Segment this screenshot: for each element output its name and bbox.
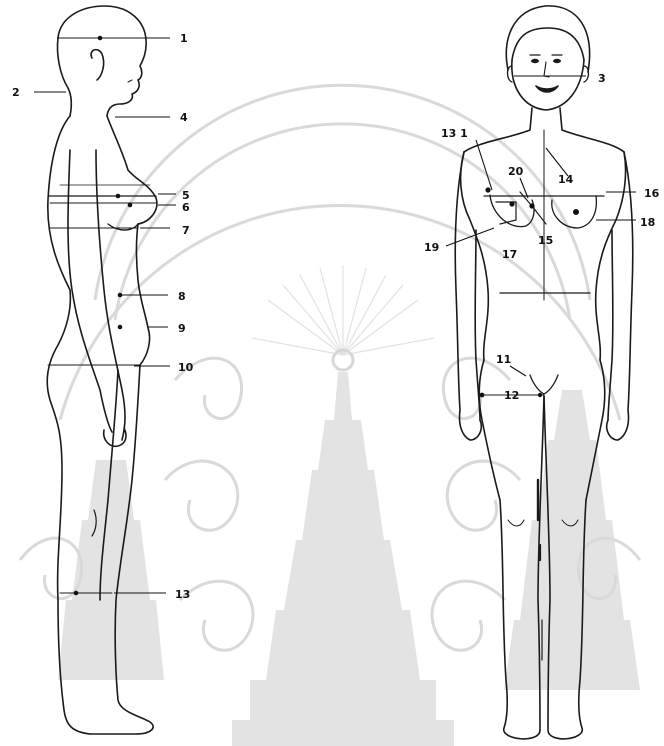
label-11: 11 [496,353,511,366]
label-13-1: 13 1 [441,127,468,140]
label-6: 6 [182,201,190,214]
label-18: 18 [640,216,655,229]
label-16: 16 [644,187,660,200]
label-15: 15 [538,234,553,247]
label-4: 4 [180,111,188,124]
label-2: 2 [12,86,20,99]
label-12: 12 [504,389,519,402]
label-7: 7 [182,224,190,237]
label-13: 13 [175,588,190,601]
temple-emblem-watermark [20,85,640,746]
label-10: 10 [178,361,194,374]
label-19: 19 [424,241,439,254]
label-9: 9 [178,322,186,335]
label-17: 17 [502,248,517,261]
label-8: 8 [178,290,186,303]
label-14: 14 [558,173,574,186]
label-20: 20 [508,165,524,178]
front-view-labels: 3 13 1 20 14 16 18 19 17 15 11 12 [424,72,660,402]
label-1: 1 [180,32,188,45]
label-3: 3 [598,72,606,85]
